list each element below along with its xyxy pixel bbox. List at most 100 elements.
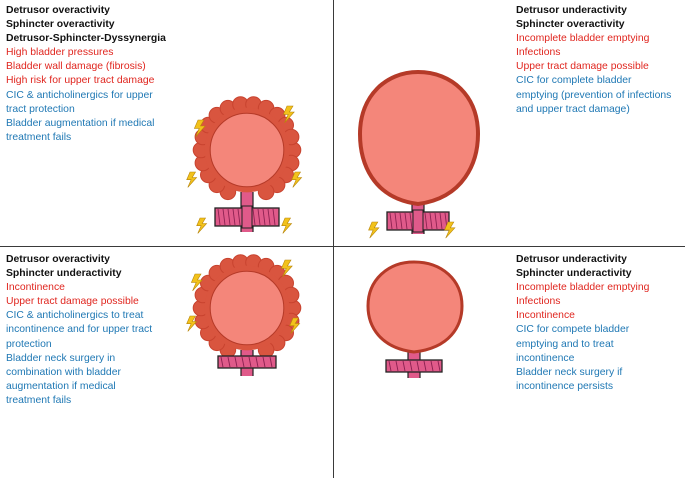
sphincter-hatch [429, 212, 433, 230]
sphincter-hatch [389, 212, 393, 230]
lightning-icon [280, 259, 293, 277]
horizontal-divider [0, 246, 685, 247]
quadrant-bottom-right-text: Detrusor underactivity Sphincter underac… [516, 253, 649, 394]
quadrant-bottom-left-text: Detrusor overactivity Sphincter underact… [6, 253, 152, 408]
therapy-line: augmentation if medical [6, 380, 116, 392]
sphincter-hatch [222, 208, 226, 226]
heading-line: Detrusor underactivity [516, 5, 627, 16]
sphincter-hatch [232, 208, 236, 226]
sphincter-hatch [220, 356, 224, 368]
problem-line: Infections [516, 296, 561, 308]
lightning-icon [291, 171, 303, 188]
heading-line: Sphincter underactivity [516, 268, 632, 280]
bladder-icon [209, 270, 285, 346]
sphincter-hatch [399, 212, 403, 230]
sphincter-hatch [227, 208, 231, 226]
heading-line: Detrusor overactivity [6, 254, 110, 265]
sphincter-hatch [269, 356, 273, 368]
sphincter-band-icon [385, 359, 443, 373]
distended-bladder-tight-sphincter-illustration [357, 69, 481, 239]
sphincter-hatch [402, 360, 406, 372]
therapy-line: Bladder neck surgery if [516, 366, 623, 378]
problem-line: Incontinence [516, 310, 575, 322]
therapy-line: treatment fails [6, 394, 72, 406]
quadrant-top-left-text: Detrusor overactivity Sphincter overacti… [6, 4, 166, 145]
sphincter-hatch [241, 356, 245, 368]
sphincter-hatch [217, 208, 221, 226]
problem-line: High bladder pressures [6, 47, 114, 59]
sphincter-neck [241, 205, 253, 229]
sphincter-hatch [248, 356, 252, 368]
therapy-line: emptying (prevention of infections [516, 89, 672, 101]
sphincter-hatch [252, 208, 256, 226]
lightning-icon [281, 217, 293, 234]
therapy-line: incontinence and for upper tract [6, 324, 153, 336]
bladder-icon [357, 69, 481, 207]
therapy-line: CIC & anticholinergics for upper [6, 89, 153, 101]
sphincter-hatch [395, 360, 399, 372]
lightning-icon [282, 105, 295, 123]
heading-line: Detrusor-Sphincter-Dyssynergia [6, 33, 166, 45]
sphincter-hatch [424, 212, 428, 230]
problem-line: Incomplete bladder emptying [516, 33, 650, 45]
lightning-icon [196, 217, 208, 234]
problem-line: Upper tract damage possible [6, 296, 139, 308]
sphincter-hatch [416, 360, 420, 372]
problem-line: Upper tract damage possible [516, 61, 649, 73]
therapy-line: incontinence persists [516, 380, 614, 392]
sphincter-hatch [234, 356, 238, 368]
lightning-icon [190, 273, 203, 291]
heading-line: Detrusor underactivity [516, 254, 627, 265]
problem-line: Incomplete bladder emptying [516, 282, 650, 294]
lightning-icon [289, 317, 301, 334]
sphincter-hatch [255, 356, 259, 368]
sphincter-hatch [423, 360, 427, 372]
therapy-line: Bladder neck surgery in [6, 352, 116, 364]
lightning-icon [193, 119, 206, 137]
therapy-line: Bladder augmentation if medical [6, 117, 155, 129]
sphincter-hatch [262, 356, 266, 368]
heading-line: Detrusor overactivity [6, 5, 110, 16]
lightning-icon [186, 171, 198, 188]
bladder-icon [209, 112, 285, 188]
therapy-line: CIC & anticholinergics to treat [6, 310, 144, 322]
sphincter-band-icon [217, 355, 277, 369]
sphincter-hatch [237, 208, 241, 226]
therapy-line: treatment fails [6, 131, 72, 143]
therapy-line: CIC for compete bladder [516, 324, 630, 336]
therapy-line: tract protection [6, 103, 75, 115]
sphincter-hatch [394, 212, 398, 230]
lightning-icon [368, 221, 380, 239]
sphincter-hatch [267, 208, 271, 226]
sphincter-hatch [404, 212, 408, 230]
vertical-divider [333, 0, 334, 478]
heading-line: Sphincter overactivity [6, 19, 115, 31]
therapy-line: protection [6, 338, 52, 350]
sphincter-hatch [257, 208, 261, 226]
sphincter-neck [412, 209, 424, 233]
lightning-icon [186, 315, 198, 332]
sphincter-hatch [434, 212, 438, 230]
therapy-line: CIC for complete bladder [516, 75, 632, 87]
underactive-bladder-weak-sphincter-illustration [366, 260, 464, 378]
heading-line: Sphincter underactivity [6, 268, 122, 280]
overactive-bladder-tight-sphincter-illustration [186, 96, 303, 234]
problem-line: Infections [516, 47, 561, 59]
sphincter-hatch [409, 212, 413, 230]
therapy-line: combination with bladder [6, 366, 121, 378]
sphincter-hatch [227, 356, 231, 368]
sphincter-hatch [409, 360, 413, 372]
problem-line: Incontinence [6, 282, 65, 294]
overactive-bladder-weak-sphincter-illustration [186, 254, 302, 376]
sphincter-hatch [388, 360, 392, 372]
sphincter-hatch [262, 208, 266, 226]
lightning-icon [444, 221, 456, 239]
sphincter-hatch [272, 208, 276, 226]
sphincter-hatch [437, 360, 441, 372]
therapy-line: and upper tract damage) [516, 103, 630, 115]
sphincter-hatch [439, 212, 443, 230]
bladder-icon [366, 260, 464, 354]
therapy-line: emptying and to treat [516, 338, 614, 350]
quadrant-top-right-text: Detrusor underactivity Sphincter overact… [516, 4, 671, 117]
problem-line: High risk for upper tract damage [6, 75, 155, 87]
